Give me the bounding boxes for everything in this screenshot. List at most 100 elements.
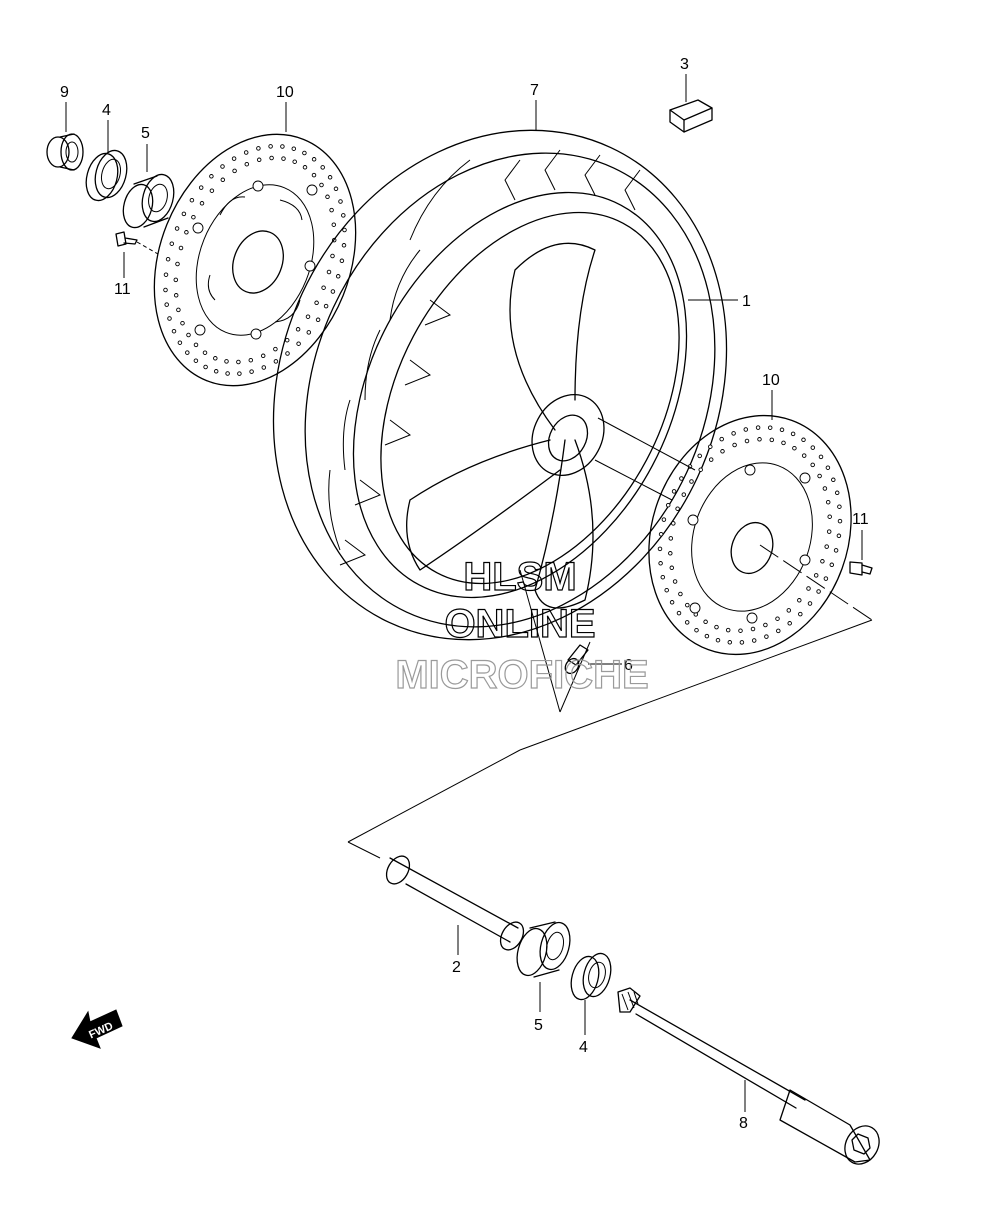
disc-drill-hole	[315, 317, 321, 323]
disc-drill-hole	[174, 226, 180, 231]
disc-drill-hole	[171, 328, 177, 334]
callout-1: 1	[742, 293, 751, 310]
disc-drill-hole	[213, 369, 219, 374]
disc-drill-hole	[165, 256, 171, 262]
disc-drill-hole	[769, 437, 775, 443]
disc-drill-hole	[191, 214, 196, 220]
disc-drill-hole	[678, 591, 683, 597]
bearing-5-left	[122, 173, 175, 229]
disc-drill-hole	[684, 620, 690, 625]
disc-drill-hole	[786, 608, 792, 613]
disc-drill-hole	[704, 633, 710, 639]
disc-drill-hole	[184, 230, 189, 235]
disc-drill-hole	[763, 622, 768, 628]
disc-drill-hole	[295, 327, 301, 332]
disc-drill-hole	[333, 186, 339, 192]
disc-drill-hole	[325, 194, 330, 200]
disc-drill-hole	[675, 506, 680, 511]
disc-drill-hole	[280, 144, 285, 149]
disc-drill-hole	[755, 425, 761, 430]
disc-drill-hole	[779, 427, 785, 433]
disc-drill-hole	[829, 562, 835, 568]
disc-drill-hole	[209, 188, 215, 193]
disc-drill-hole	[757, 437, 762, 442]
callout-9: 9	[60, 84, 69, 101]
disc-drill-hole	[738, 628, 743, 633]
disc-drill-hole	[198, 185, 204, 190]
disc-drill-hole	[833, 548, 839, 553]
disc-drill-hole	[173, 293, 179, 298]
disc-drill-hole	[660, 574, 666, 580]
disc-drill-hole	[790, 431, 796, 437]
disc-drill-hole	[305, 314, 311, 319]
disc-drill-hole	[181, 211, 187, 217]
disc-drill-hole	[792, 445, 797, 451]
disc-drill-hole	[836, 533, 842, 539]
disc-drill-hole	[341, 213, 346, 218]
disc-drill-hole	[320, 165, 325, 170]
leader-lines	[65, 74, 863, 1112]
disc-drill-hole	[708, 457, 714, 462]
disc-drill-hole	[178, 245, 184, 251]
disc-drill-hole	[285, 351, 290, 356]
disc-drill-hole	[810, 445, 816, 450]
disc-drill-hole	[665, 502, 671, 508]
disc-drill-hole	[720, 449, 725, 454]
disc-drill-hole	[341, 243, 347, 248]
disc-drill-hole	[189, 197, 195, 203]
bolt-11-left	[115, 231, 159, 255]
disc-drill-hole	[291, 146, 297, 151]
callout-11: 11	[852, 511, 869, 528]
disc-drill-hole	[330, 253, 335, 259]
disc-drill-hole	[296, 341, 301, 346]
disc-drill-hole	[708, 444, 713, 449]
disc-drill-hole	[249, 369, 254, 374]
disc-drill-hole	[776, 628, 781, 634]
disc-drill-hole	[186, 332, 191, 338]
disc-drill-hole	[694, 627, 699, 633]
disc-drill-hole	[669, 565, 675, 571]
disc-drill-hole	[260, 353, 266, 359]
disc-drill-hole	[273, 346, 278, 352]
disc-drill-hole	[342, 227, 347, 233]
disc-drill-hole	[764, 634, 769, 639]
disc-drill-hole	[261, 365, 267, 370]
disc-drill-hole	[816, 589, 821, 594]
disc-drill-hole	[203, 364, 208, 370]
disc-drill-hole	[806, 586, 811, 591]
disc-drill-hole	[338, 199, 343, 204]
disc-drill-hole	[750, 626, 756, 632]
callout-5: 5	[534, 1017, 543, 1034]
disc-drill-hole	[810, 462, 815, 468]
disc-drill-hole	[209, 174, 214, 179]
disc-drill-hole	[813, 573, 819, 578]
disc-drill-hole	[834, 490, 840, 496]
callout-7: 7	[530, 82, 539, 99]
disc-drill-hole	[177, 340, 183, 345]
disc-drill-hole	[167, 316, 172, 321]
disc-drill-hole	[311, 157, 317, 162]
disc-drill-hole	[224, 359, 229, 364]
tire-valve-6	[564, 644, 589, 675]
disc-drill-hole	[661, 517, 667, 522]
disc-drill-hole	[672, 579, 678, 584]
disc-drill-hole	[323, 303, 329, 309]
disc-drill-hole	[781, 440, 786, 446]
callout-8: 8	[739, 1115, 748, 1132]
disc-drill-hole	[225, 371, 230, 376]
disc-drill-hole	[268, 144, 273, 149]
disc-drill-hole	[831, 477, 836, 483]
front-wheel-rim	[352, 191, 688, 609]
brake-disc-right	[648, 414, 852, 656]
disc-drill-hole	[243, 150, 249, 155]
disc-drill-hole	[273, 359, 279, 364]
disc-drill-hole	[658, 561, 663, 566]
disc-drill-hole	[837, 504, 842, 509]
disc-drill-hole	[807, 601, 813, 606]
disc-drill-hole	[185, 350, 190, 355]
disc-drill-hole	[787, 621, 792, 626]
disc-drill-hole	[837, 518, 843, 524]
disc-drill-hole	[244, 161, 250, 167]
disc-drill-hole	[823, 576, 829, 581]
disc-drill-hole	[292, 159, 297, 164]
